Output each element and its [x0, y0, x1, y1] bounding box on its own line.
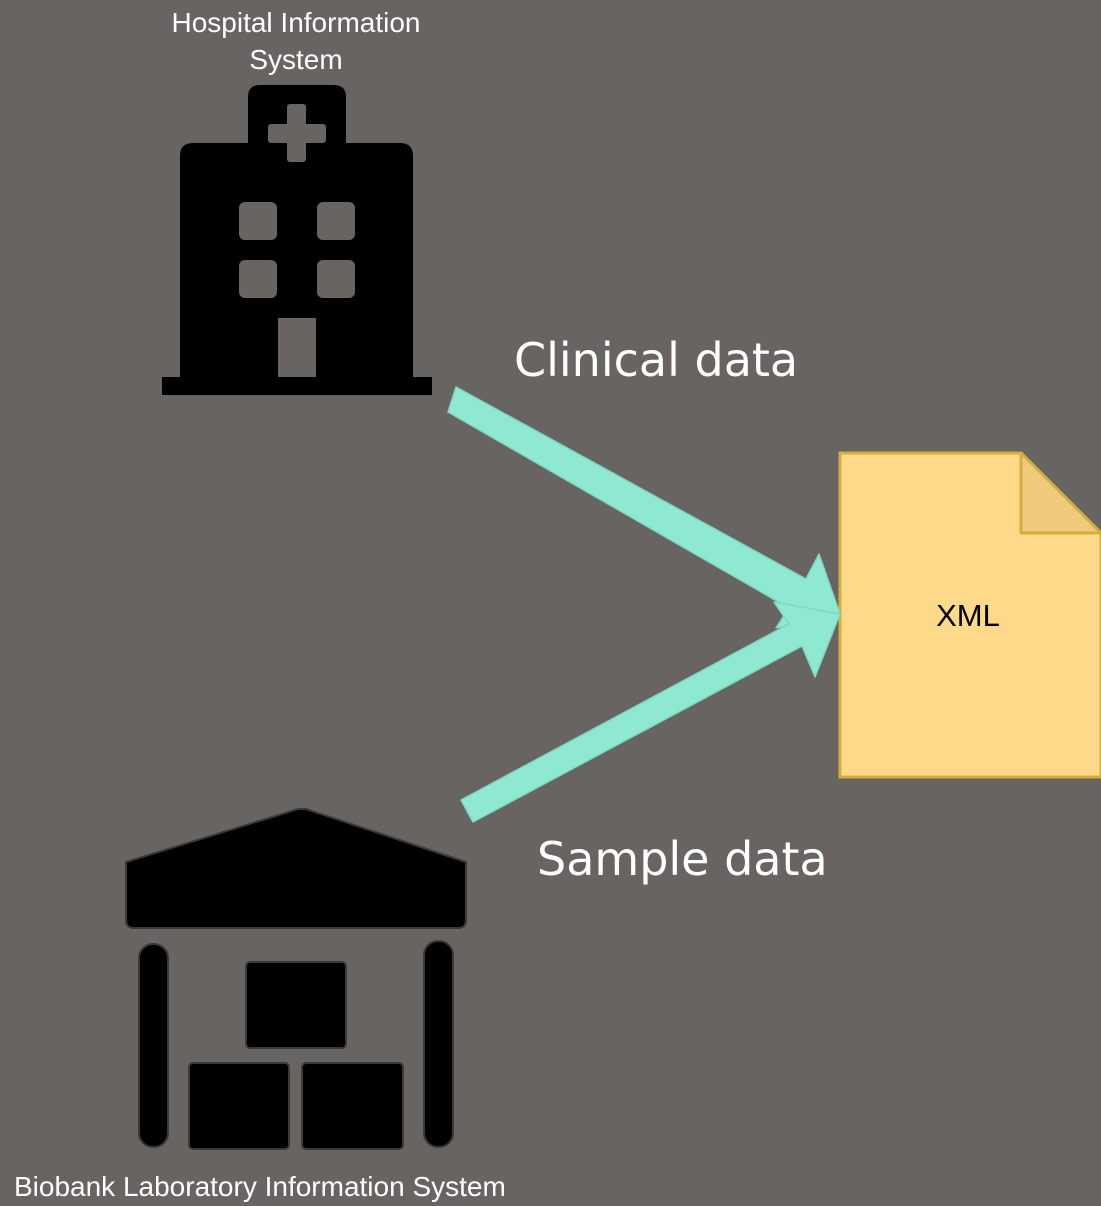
hospital-window	[239, 202, 277, 240]
clinical-data-label: Clinical data	[514, 333, 799, 387]
hospital-door	[278, 318, 316, 377]
hospital-window	[317, 260, 355, 298]
hospital-building-icon	[162, 85, 432, 395]
sample-data-arrow	[460, 601, 841, 823]
warehouse-roof	[125, 808, 467, 929]
warehouse-box-top	[245, 961, 347, 1049]
document-icon	[838, 451, 1101, 779]
document-fold	[1019, 451, 1101, 535]
warehouse-left-pillar	[138, 943, 169, 1148]
hospital-information-system-label: Hospital Information System	[171, 7, 421, 75]
hospital-window	[239, 260, 277, 298]
warehouse-box-bottom-left	[188, 1062, 290, 1150]
clinical-data-arrow	[447, 386, 841, 629]
warehouse-icon	[125, 808, 467, 1150]
xml-document-label: XML	[936, 598, 1000, 633]
warehouse-box-bottom-right	[301, 1062, 404, 1150]
hospital-cross-horizontal	[268, 124, 326, 143]
hospital-window	[317, 202, 355, 240]
biobank-laboratory-information-system-label: Biobank Laboratory Information System	[14, 1171, 506, 1202]
sample-data-label: Sample data	[537, 832, 828, 886]
warehouse-right-pillar	[423, 940, 454, 1148]
